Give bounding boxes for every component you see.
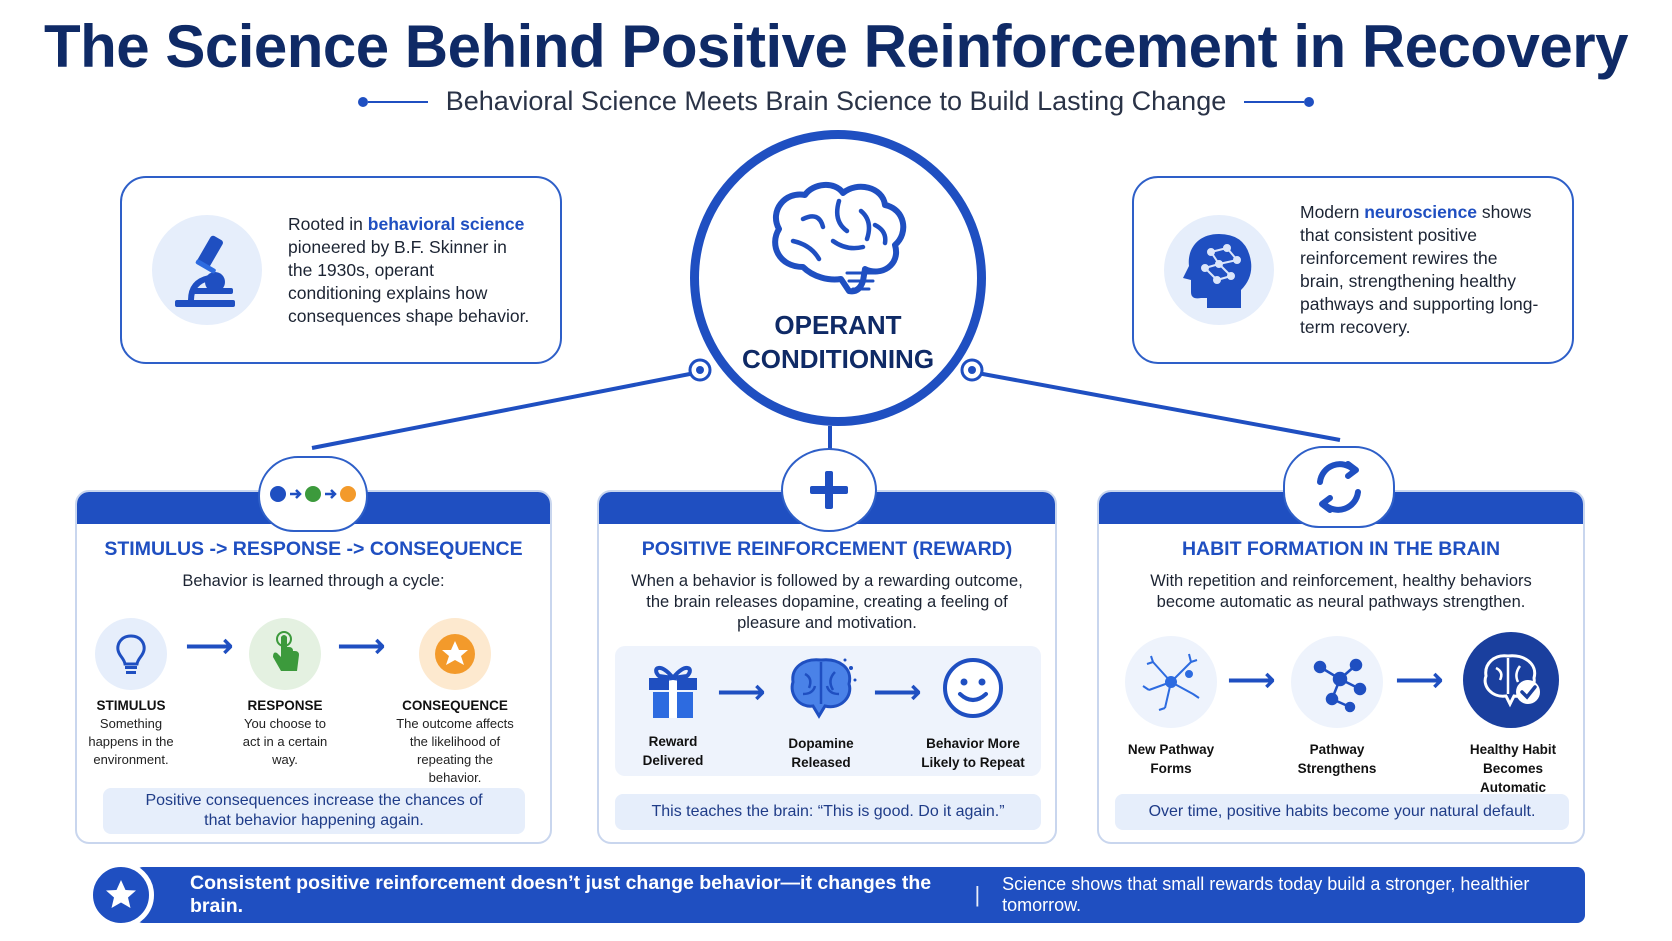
lightbulb-icon <box>95 618 167 690</box>
stimulus-note: Positive consequences increase the chanc… <box>103 788 525 834</box>
panel-description: When a behavior is followed by a rewardi… <box>631 572 1023 632</box>
step-label: Pathway Strengthens <box>1297 742 1377 776</box>
arrow-right-icon: ⟶ <box>1227 661 1276 699</box>
neuroscience-text: Modern neuroscience shows that consisten… <box>1300 202 1539 337</box>
step-description: You choose to act in a certain way. <box>242 716 328 767</box>
habit-note: Over time, positive habits become your n… <box>1115 794 1569 830</box>
footer-secondary-text: Science shows that small rewards today b… <box>1002 874 1530 915</box>
microscope-icon <box>152 215 262 325</box>
center-label-line2: CONDITIONING <box>741 343 935 374</box>
reward-flow-box: ⟶ ⟶ Reward Delivered Dopamine Released B… <box>615 646 1041 776</box>
arrow-right-icon: ⟶ <box>873 673 922 711</box>
neuroscience-card: Modern neuroscience shows that consisten… <box>1132 176 1574 364</box>
brain-icon <box>763 181 913 304</box>
step-label: Reward Delivered <box>642 734 704 768</box>
stimulus-response-panel: STIMULUS -> RESPONSE -> CONSEQUENCE Beha… <box>75 490 552 844</box>
subtitle-row: Behavioral Science Meets Brain Science t… <box>0 86 1672 117</box>
footer-separator: | <box>974 882 981 907</box>
step-label: RESPONSE <box>247 698 323 713</box>
footer-primary-text: Consistent positive reinforcement doesn’… <box>190 872 932 917</box>
step-description: Something happens in the environment. <box>88 716 174 767</box>
panel-title: HABIT FORMATION IN THE BRAIN <box>1181 538 1501 560</box>
step-label: Healthy Habit Becomes Automatic <box>1469 742 1557 795</box>
panel-description: With repetition and reinforcement, healt… <box>1150 572 1532 611</box>
panel-title: POSITIVE REINFORCEMENT (REWARD) <box>641 538 1013 560</box>
habit-formation-panel: HABIT FORMATION IN THE BRAIN With repeti… <box>1097 490 1585 844</box>
neuron-icon <box>1125 636 1217 728</box>
subtitle-left-rule <box>357 96 428 107</box>
step-label: STIMULUS <box>96 698 166 713</box>
arrow-right-icon: ⟶ <box>1395 661 1444 699</box>
reward-note: This teaches the brain: “This is good. D… <box>615 794 1041 830</box>
star-icon <box>88 862 154 928</box>
arrow-right-icon: ⟶ <box>717 673 766 711</box>
step-description: The outcome affects the likelihood of re… <box>396 716 514 785</box>
neuroscience-highlight: neuroscience <box>1364 202 1478 222</box>
step-label: Behavior More Likely to Repeat <box>921 736 1025 770</box>
subtitle-right-rule <box>1244 96 1315 107</box>
panel-description: Behavior is learned through a cycle: <box>182 572 445 590</box>
page-subtitle: Behavioral Science Meets Brain Science t… <box>445 86 1227 116</box>
arrow-right-icon: ⟶ <box>185 627 234 665</box>
brain-icon <box>785 654 857 727</box>
center-label-line1: OPERANT <box>774 309 902 340</box>
cycle-icon <box>1283 446 1395 528</box>
positive-reinforcement-panel: POSITIVE REINFORCEMENT (REWARD) When a b… <box>597 490 1057 844</box>
page-title: The Science Behind Positive Reinforcemen… <box>43 13 1629 80</box>
plus-icon <box>781 448 877 532</box>
brain-check-icon <box>1463 632 1559 728</box>
arrow-right-icon: ⟶ <box>337 627 386 665</box>
gift-icon <box>645 656 701 725</box>
smiley-icon <box>941 656 1005 725</box>
step-label: CONSEQUENCE <box>402 698 508 713</box>
neuron-network-icon <box>1291 636 1383 728</box>
footer-banner: Consistent positive reinforcement doesn’… <box>135 867 1585 923</box>
behavioral-science-text: Rooted in behavioral science pioneered b… <box>288 213 530 326</box>
step-label: New Pathway Forms <box>1127 742 1215 776</box>
behavioral-science-card: Rooted in behavioral science pioneered b… <box>120 176 562 364</box>
cycle-dots-badge <box>258 456 368 532</box>
operant-conditioning-hub: OPERANT CONDITIONING <box>690 130 986 426</box>
panel-title: STIMULUS -> RESPONSE -> CONSEQUENCE <box>104 538 523 560</box>
operant-conditioning-label: OPERANT CONDITIONING <box>742 308 934 376</box>
behavioral-science-highlight: behavioral science <box>367 213 525 234</box>
star-icon <box>419 618 491 690</box>
hand-pointer-icon <box>249 618 321 690</box>
step-label: Dopamine Released <box>788 736 854 770</box>
brain-head-icon <box>1164 215 1274 325</box>
